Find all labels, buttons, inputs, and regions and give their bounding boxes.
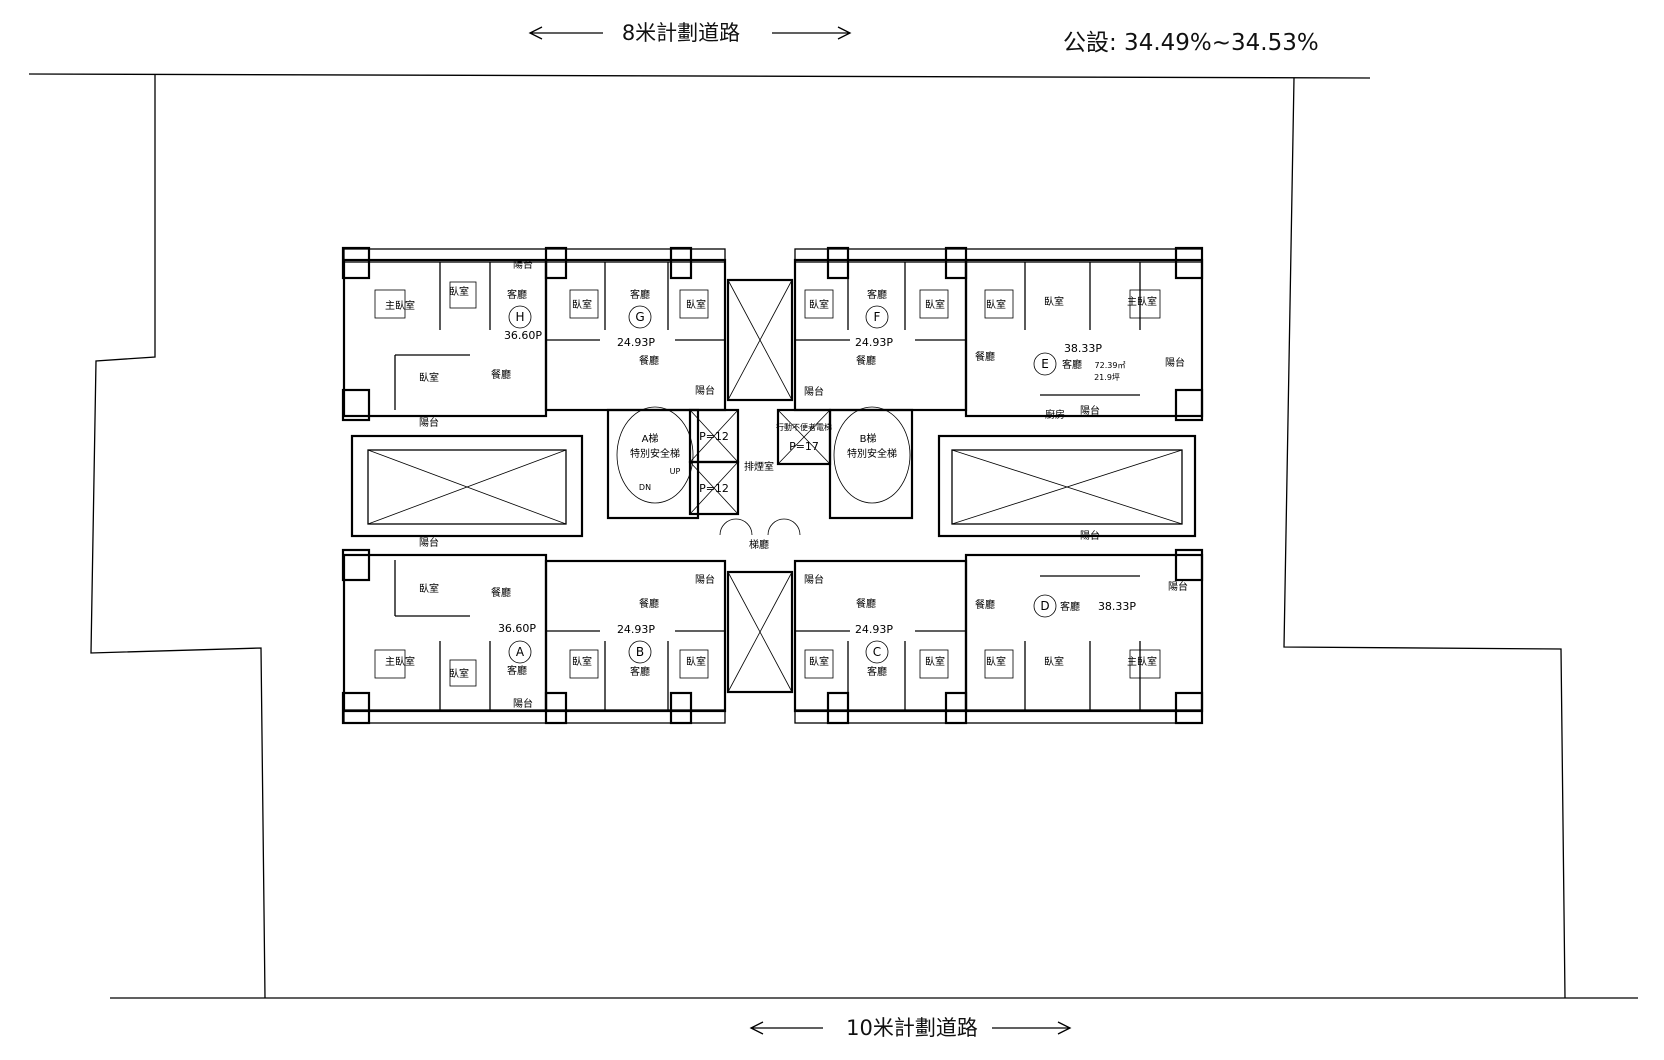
unit-c-letter: C [873, 645, 881, 659]
elevator-lobby-label: 梯廳 [749, 538, 769, 551]
room-label: 主臥室 [385, 299, 415, 312]
room-label: 餐廳 [639, 354, 659, 367]
room-label: 主臥室 [385, 655, 415, 668]
stair-b-label: B梯 [860, 432, 877, 445]
room-label: 客廳 [1060, 600, 1080, 613]
top-road-label: 8米計劃道路 [622, 21, 740, 45]
room-label: 臥室 [449, 667, 469, 680]
shaft-top [726, 278, 794, 402]
room-label: 陽台 [419, 416, 439, 429]
room-label: 廚房 [1045, 408, 1065, 421]
unit-c-area: 24.93P [855, 623, 893, 636]
stair-up-label: UP [670, 467, 681, 476]
bottom-road-label: 10米計劃道路 [846, 1016, 978, 1040]
room-label: 客廳 [630, 288, 650, 301]
unit-g-area: 24.93P [617, 336, 655, 349]
unit-e-letter: E [1041, 357, 1049, 371]
light-well-right [937, 434, 1197, 538]
room-label: 主臥室 [1127, 295, 1157, 308]
unit-g-letter: G [635, 310, 644, 324]
room-label: 客廳 [1062, 358, 1082, 371]
unit-f-letter: F [874, 310, 881, 324]
room-label: 陽台 [804, 385, 824, 398]
stair-dn-label: DN [639, 483, 651, 492]
site-boundary [28, 73, 1638, 999]
room-label: 臥室 [809, 298, 829, 311]
room-label: 臥室 [572, 655, 592, 668]
unit-markers [508, 305, 1057, 664]
room-label: 客廳 [867, 665, 887, 678]
room-label: 臥室 [1044, 295, 1064, 308]
unit-h-letter: H [515, 310, 524, 324]
room-label: 客廳 [630, 665, 650, 678]
stair-a-label: A梯 [642, 432, 659, 445]
room-label: 臥室 [1044, 655, 1064, 668]
room-label: 臥室 [572, 298, 592, 311]
smoke-room-label: 排煙室 [744, 460, 774, 473]
room-label: 臥室 [686, 298, 706, 311]
accessible-elevator-capacity: P=17 [789, 440, 819, 453]
room-label: 臥室 [419, 371, 439, 384]
room-label: 臥室 [986, 655, 1006, 668]
building [341, 246, 1204, 725]
room-label: 客廳 [867, 288, 887, 301]
unit-b-letter: B [636, 645, 644, 659]
room-label: 臥室 [419, 582, 439, 595]
room-label: 餐廳 [639, 597, 659, 610]
unit-e-area-m2: 72.39㎡ [1095, 361, 1126, 370]
room-label: 陽台 [513, 258, 533, 271]
room-label: 餐廳 [856, 597, 876, 610]
room-label: 陽台 [1168, 580, 1188, 593]
elevator-1-label: P=12 [699, 430, 729, 443]
light-well-left [350, 434, 584, 538]
room-label: 臥室 [809, 655, 829, 668]
room-label: 臥室 [986, 298, 1006, 311]
top-road-arrow [528, 26, 852, 40]
room-label: 陽台 [1080, 529, 1100, 542]
room-label: 陽台 [1080, 404, 1100, 417]
room-label: 臥室 [686, 655, 706, 668]
room-label: 陽台 [513, 697, 533, 710]
room-label: 臥室 [449, 285, 469, 298]
unit-h-area: 36.60P [504, 329, 542, 342]
stair-a-type-label: 特別安全梯 [630, 447, 680, 460]
room-label: 陽台 [1165, 356, 1185, 369]
room-label: 餐廳 [975, 350, 995, 363]
room-label: 餐廳 [491, 368, 511, 381]
unit-f-area: 24.93P [855, 336, 893, 349]
core [606, 406, 914, 536]
unit-a-letter: A [516, 645, 525, 659]
room-label: 陽台 [419, 536, 439, 549]
unit-d-area: 38.33P [1098, 600, 1136, 613]
unit-d-letter: D [1040, 599, 1049, 613]
room-label: 陽台 [695, 573, 715, 586]
room-label: 主臥室 [1127, 655, 1157, 668]
bottom-road-arrow [749, 1021, 1072, 1035]
unit-e-area: 38.33P [1064, 342, 1102, 355]
room-label: 餐廳 [491, 586, 511, 599]
shaft-bottom [726, 570, 794, 694]
room-label: 臥室 [925, 655, 945, 668]
unit-a-area: 36.60P [498, 622, 536, 635]
room-label: 陽台 [695, 384, 715, 397]
room-label: 餐廳 [975, 598, 995, 611]
stair-b-type-label: 特別安全梯 [847, 447, 897, 460]
room-label: 陽台 [804, 573, 824, 586]
accessible-elevator-label: 行動不便者電梯 [776, 422, 832, 432]
unit-e-area-ping: 21.9坪 [1094, 373, 1120, 382]
room-label: 客廳 [507, 664, 527, 677]
room-label: 客廳 [507, 288, 527, 301]
unit-b-area: 24.93P [617, 623, 655, 636]
public-facility-ratio: 公設: 34.49%~34.53% [1063, 30, 1319, 56]
elevator-2-label: P=12 [699, 482, 729, 495]
room-label: 餐廳 [856, 354, 876, 367]
room-label: 臥室 [925, 298, 945, 311]
